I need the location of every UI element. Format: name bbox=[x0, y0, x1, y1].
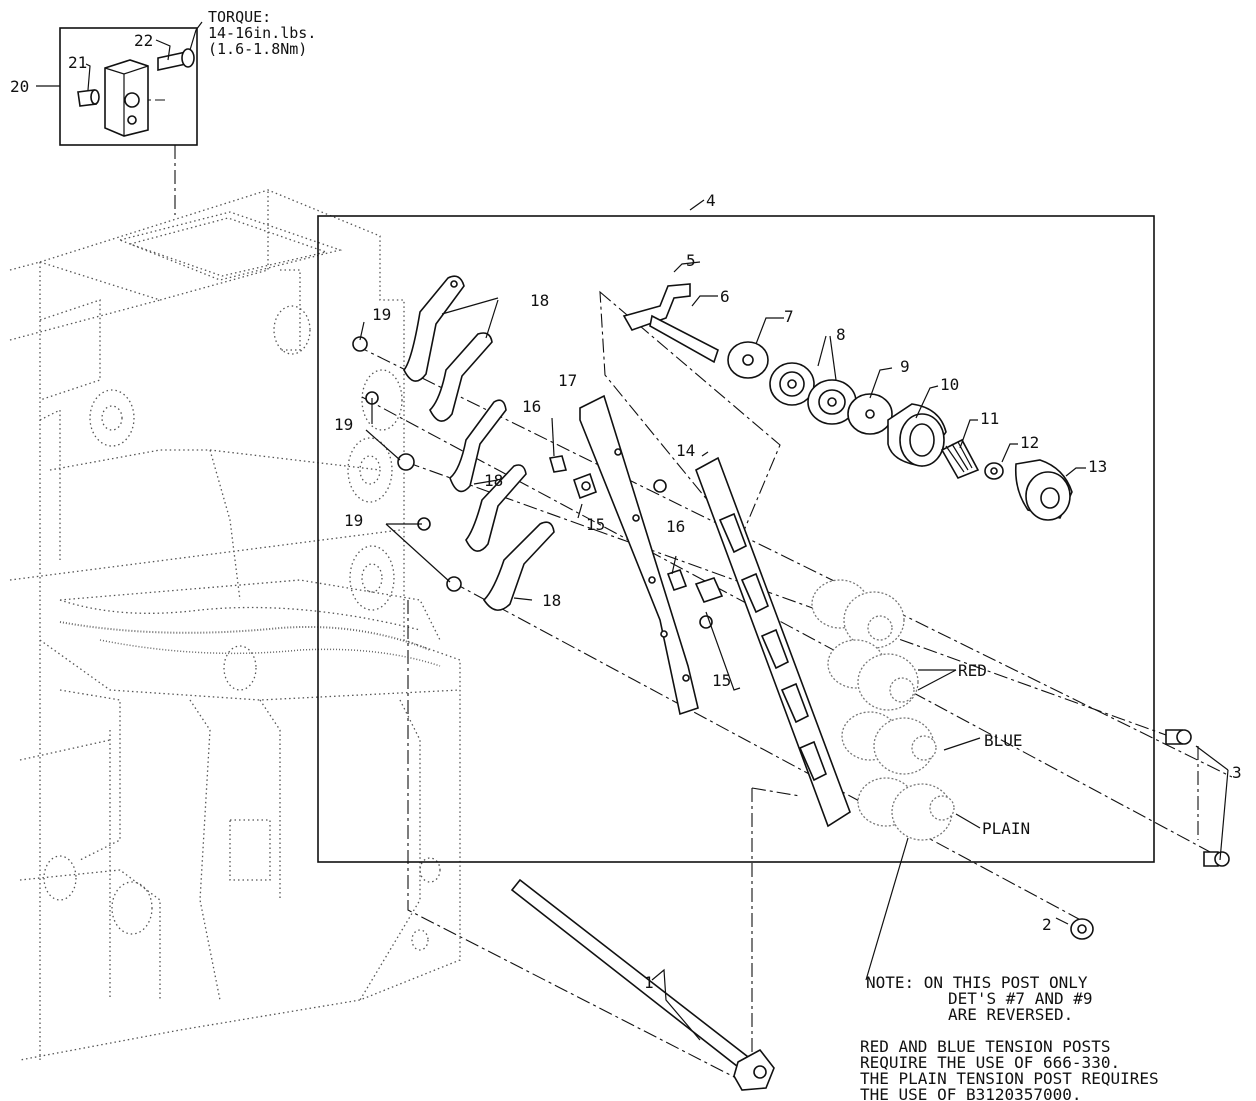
part-2-washer bbox=[1070, 918, 1094, 940]
note-line-3: ARE REVERSED. bbox=[948, 1005, 1073, 1024]
post-label-red: RED bbox=[958, 661, 987, 680]
part-17-plate bbox=[579, 394, 713, 716]
parts-15-16-small-hardware bbox=[548, 455, 724, 603]
callout-10: 10 bbox=[940, 375, 959, 394]
callout-18-middle: 18 bbox=[484, 471, 503, 490]
callout-17: 17 bbox=[558, 371, 577, 390]
callout-11: 11 bbox=[980, 409, 999, 428]
callout-15-lower: 15 bbox=[712, 671, 731, 690]
tension-assembly bbox=[622, 283, 1073, 521]
footnote-line-1: RED AND BLUE TENSION POSTS bbox=[860, 1037, 1110, 1056]
part-3-screws bbox=[1165, 729, 1230, 867]
callout-6: 6 bbox=[720, 287, 730, 306]
assembly-frame bbox=[317, 215, 1155, 863]
torque-label: TORQUE: bbox=[208, 8, 271, 26]
footnote-line-3: THE PLAIN TENSION POST REQUIRES bbox=[860, 1069, 1159, 1088]
footnote-line-2: REQUIRE THE USE OF 666-330. bbox=[860, 1053, 1120, 1072]
callout-5: 5 bbox=[686, 251, 696, 270]
torque-value-nm: (1.6-1.8Nm) bbox=[208, 40, 307, 58]
callout-18-upper: 18 bbox=[530, 291, 549, 310]
callout-7: 7 bbox=[784, 307, 794, 326]
assembly-centerlines bbox=[130, 99, 1233, 1081]
callout-1: 1 bbox=[644, 973, 654, 992]
footnote-line-4: THE USE OF B3120357000. bbox=[860, 1085, 1082, 1101]
post-label-blue: BLUE bbox=[984, 731, 1023, 750]
note-line-1: NOTE: ON THIS POST ONLY bbox=[866, 973, 1088, 992]
callout-15-upper: 15 bbox=[586, 515, 605, 534]
machine-body-outline bbox=[9, 189, 461, 1061]
callout-21: 21 bbox=[68, 53, 87, 72]
callout-18-lower: 18 bbox=[542, 591, 561, 610]
post-label-plain: PLAIN bbox=[982, 819, 1030, 838]
callout-19-middle: 19 bbox=[334, 415, 353, 434]
part-18-arms bbox=[403, 275, 555, 611]
callout-16-lower: 16 bbox=[666, 517, 685, 536]
callout-20: 20 bbox=[10, 77, 29, 96]
callout-4: 4 bbox=[706, 191, 716, 210]
callout-22: 22 bbox=[134, 31, 153, 50]
callout-9: 9 bbox=[900, 357, 910, 376]
detail-parts-20-22 bbox=[77, 48, 195, 137]
callout-3: 3 bbox=[1232, 763, 1242, 782]
torque-value-in-lbs: 14-16in.lbs. bbox=[208, 24, 316, 42]
callout-14: 14 bbox=[676, 441, 695, 460]
callout-2: 2 bbox=[1042, 915, 1052, 934]
callout-16-upper: 16 bbox=[522, 397, 541, 416]
callout-19-upper: 19 bbox=[372, 305, 391, 324]
callout-13: 13 bbox=[1088, 457, 1107, 476]
callout-19-lower: 19 bbox=[344, 511, 363, 530]
note-line-2: DET'S #7 AND #9 bbox=[948, 989, 1093, 1008]
tension-post-knobs bbox=[811, 579, 955, 841]
leader-lines bbox=[36, 21, 1229, 1041]
part-19-nuts bbox=[352, 336, 462, 592]
part-1-shaft bbox=[510, 878, 775, 1091]
callout-8: 8 bbox=[836, 325, 846, 344]
callout-12: 12 bbox=[1020, 433, 1039, 452]
part-14-thread-guide bbox=[695, 456, 851, 828]
